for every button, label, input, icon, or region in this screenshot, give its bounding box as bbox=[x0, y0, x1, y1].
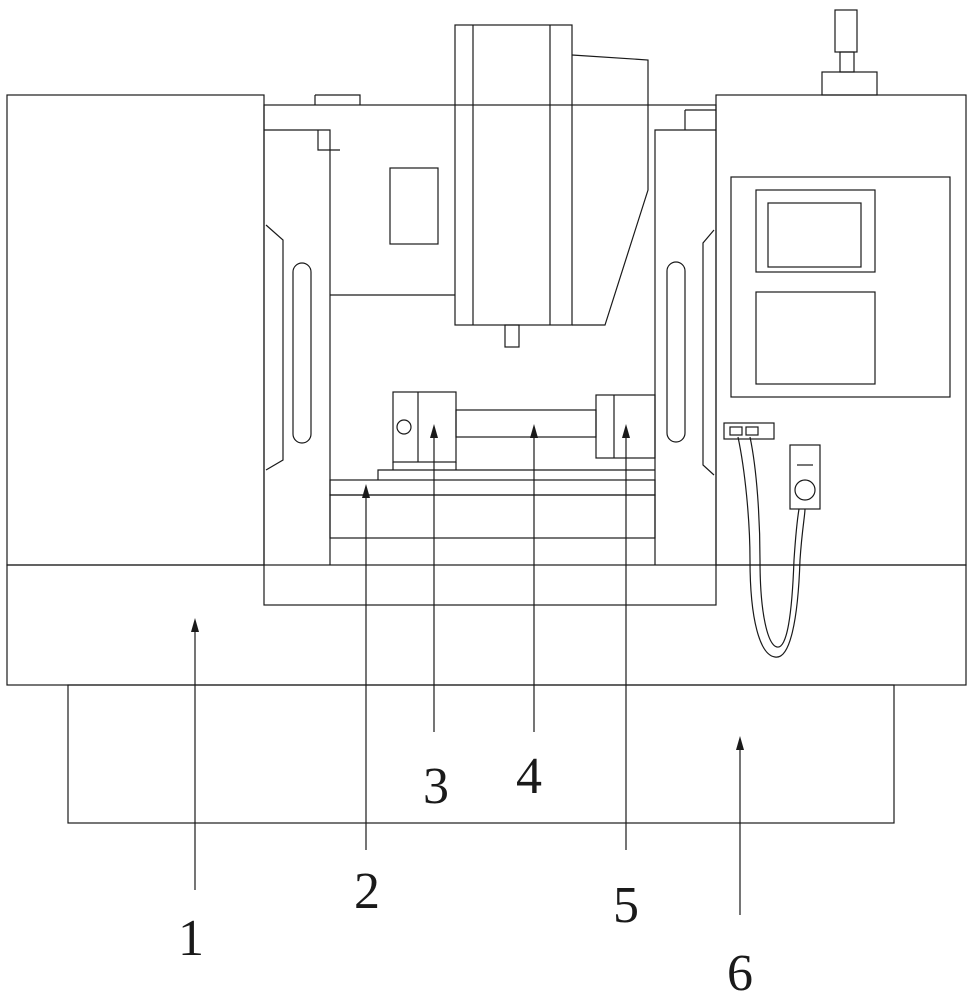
label-4: 4 bbox=[516, 748, 542, 805]
label-1: 1 bbox=[178, 910, 204, 967]
leader-1 bbox=[191, 618, 199, 890]
fixture-left-block bbox=[392, 391, 457, 463]
hand-pendant bbox=[789, 444, 821, 510]
left-housing bbox=[6, 94, 265, 566]
keypad-panel bbox=[755, 291, 876, 385]
column-notch bbox=[317, 130, 340, 151]
fixture-rail bbox=[455, 409, 597, 438]
base-block bbox=[67, 684, 895, 824]
column-cap-left bbox=[314, 94, 361, 105]
screen-inner bbox=[767, 202, 862, 268]
control-panel bbox=[730, 176, 951, 398]
lamp-stem bbox=[839, 51, 855, 73]
connector-pin-left bbox=[729, 426, 743, 436]
right-door-edge bbox=[702, 229, 715, 476]
leader-2 bbox=[362, 484, 370, 850]
connector-pin-right bbox=[745, 426, 759, 436]
label-2: 2 bbox=[354, 863, 380, 920]
label-5: 5 bbox=[613, 877, 639, 934]
right-housing bbox=[715, 94, 967, 566]
table-step bbox=[377, 469, 655, 480]
leader-3 bbox=[430, 424, 438, 732]
spindle-tool bbox=[504, 324, 520, 348]
column-cap-right bbox=[684, 109, 716, 130]
right-door-handle bbox=[666, 261, 686, 443]
pendant-wheel bbox=[794, 479, 816, 501]
table-top bbox=[329, 479, 656, 496]
leader-5 bbox=[622, 424, 630, 850]
screen-outer bbox=[755, 189, 876, 273]
plinth bbox=[6, 564, 967, 686]
spindle-housing bbox=[571, 54, 649, 326]
left-door-edge bbox=[265, 224, 284, 471]
label-3: 3 bbox=[423, 758, 449, 815]
fixture-left-bolt bbox=[396, 419, 412, 435]
leader-4 bbox=[530, 424, 538, 732]
pendant-cable-inner bbox=[749, 436, 800, 648]
rear-window bbox=[389, 167, 439, 245]
label-6: 6 bbox=[727, 945, 753, 1000]
inner-enclosure bbox=[263, 104, 717, 606]
pendant-cable-outer bbox=[737, 436, 806, 658]
left-door bbox=[264, 129, 331, 565]
lamp-base bbox=[821, 71, 878, 96]
cable-connector bbox=[723, 422, 775, 440]
table-body bbox=[329, 494, 656, 539]
lamp-head bbox=[834, 9, 858, 53]
left-door-handle bbox=[292, 262, 312, 444]
leader-6 bbox=[736, 736, 744, 915]
